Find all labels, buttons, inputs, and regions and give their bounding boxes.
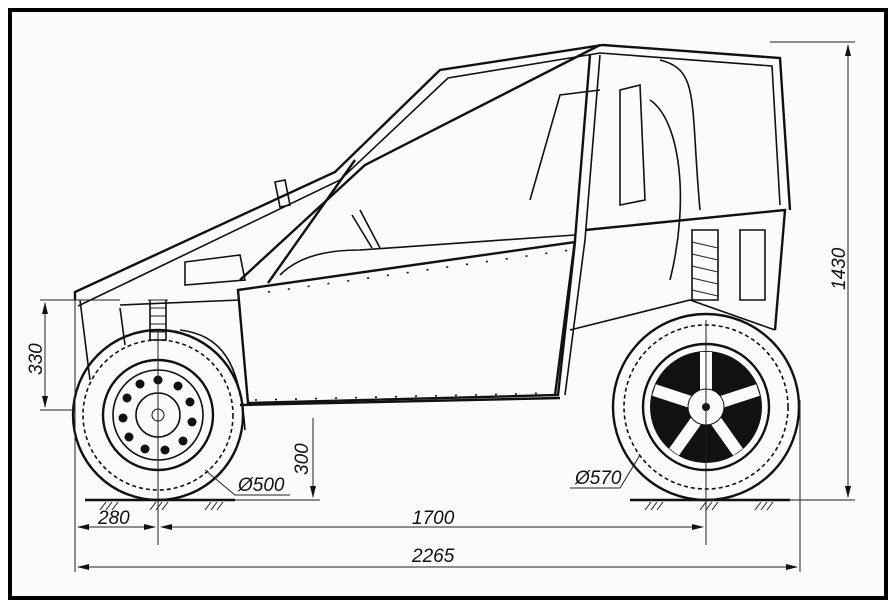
roll-cage xyxy=(73,43,792,396)
dim-wheelbase: 1700 xyxy=(412,508,455,529)
dim-front-height: 330 xyxy=(26,343,47,375)
dim-overall-height: 1430 xyxy=(829,247,850,290)
dim-front-wheel-diameter: Ø500 xyxy=(237,475,285,496)
front-wheel xyxy=(71,328,245,502)
dim-overall-length: 2265 xyxy=(411,546,455,567)
ground-lines xyxy=(85,498,790,511)
front-suspension xyxy=(79,299,246,431)
dimension-lines xyxy=(40,41,855,572)
rear-suspension xyxy=(691,229,766,301)
dim-ground-clearance: 300 xyxy=(292,443,313,475)
dim-front-overhang: 280 xyxy=(97,508,130,529)
dim-rear-wheel-diameter: Ø570 xyxy=(574,468,622,489)
side-panel xyxy=(184,179,577,407)
